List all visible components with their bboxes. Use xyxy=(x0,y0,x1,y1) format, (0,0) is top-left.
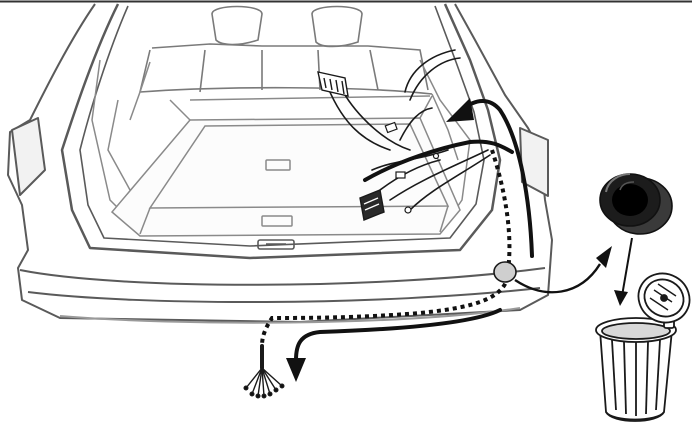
arrowhead-to-bin xyxy=(614,290,628,306)
rubber-plug-icon xyxy=(600,174,672,234)
trash-bin-icon xyxy=(596,264,692,421)
arrow-plug-to-bin xyxy=(614,238,632,306)
cable-wire-fan xyxy=(244,346,284,398)
grommet-hole xyxy=(494,262,516,282)
arrowhead-down xyxy=(286,358,306,382)
